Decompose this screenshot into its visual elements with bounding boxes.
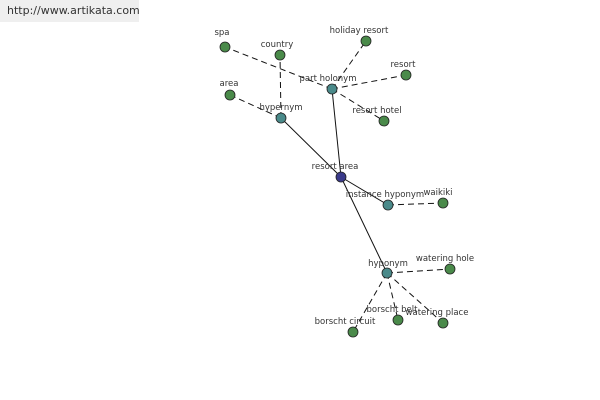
node-label-waikiki: waikiki [423,188,452,198]
node-borscht-circuit[interactable]: borscht circuit [315,317,376,338]
node-circle-borscht-circuit[interactable] [347,326,359,338]
node-label-part-holonym: part holonym [300,74,357,84]
node-label-instance-hyponym: instance hyponym [346,190,424,200]
edge-resort-area-hypernym [280,117,342,178]
node-circle-resort-hotel[interactable] [378,115,390,127]
node-circle-hypernym[interactable] [275,112,287,124]
node-resort[interactable]: resort [391,60,417,81]
edge-instance-hyponym-waikiki [387,202,444,206]
node-label-hyponym: hyponym [368,259,408,269]
node-circle-resort[interactable] [400,69,412,81]
graph-edges [224,40,451,333]
node-waikiki[interactable]: waikiki [423,188,453,209]
node-label-spa: spa [214,28,229,38]
site-url[interactable]: http://www.artikata.com [7,4,140,17]
graph-nodes: resort area part holonym hypernym instance … [214,26,474,338]
node-borscht-belt[interactable]: borscht belt [367,305,419,326]
node-hypernym[interactable]: hypernym [259,103,303,124]
node-circle-borscht-belt[interactable] [392,314,404,326]
node-label-country: country [261,40,294,50]
node-circle-holiday-resort[interactable] [360,35,372,47]
node-label-watering-hole: watering hole [416,254,474,264]
edge-resort-area-part-holonym [331,88,342,178]
node-watering-place[interactable]: watering place [406,308,469,329]
url-bar: http://www.artikata.com [0,0,140,22]
node-resort-area[interactable]: resort area [312,162,359,183]
node-resort-hotel[interactable]: resort hotel [352,106,402,127]
node-circle-watering-hole[interactable] [444,263,456,275]
node-circle-instance-hyponym[interactable] [382,199,394,211]
node-label-resort-area: resort area [312,162,359,172]
node-label-borscht-belt: borscht belt [367,305,419,315]
node-label-hypernym: hypernym [259,103,302,113]
edge-hyponym-watering-place [386,272,444,324]
node-spa[interactable]: spa [214,28,231,53]
node-watering-hole[interactable]: watering hole [416,254,474,275]
node-country[interactable]: country [261,40,294,61]
node-label-watering-place: watering place [406,308,469,318]
edge-part-holonym-resort [331,74,407,90]
node-label-resort-hotel: resort hotel [352,106,401,116]
edge-hyponym-watering-hole [386,268,451,274]
edge-resort-area-hyponym [340,176,388,274]
node-circle-resort-area[interactable] [335,171,347,183]
node-circle-watering-place[interactable] [437,317,449,329]
node-label-resort: resort [391,60,417,70]
node-circle-part-holonym[interactable] [326,83,338,95]
node-circle-hyponym[interactable] [381,267,393,279]
node-circle-area[interactable] [224,89,236,101]
edge-part-holonym-spa [224,46,333,90]
node-circle-waikiki[interactable] [437,197,449,209]
edge-part-holonym-resort-hotel [331,88,385,122]
node-instance-hyponym[interactable]: instance hyponym [346,190,424,211]
node-label-area: area [220,79,239,89]
edge-hypernym-country [279,54,282,119]
edge-hyponym-borscht-circuit [352,272,388,333]
node-circle-spa[interactable] [219,41,231,53]
node-circle-country[interactable] [274,49,286,61]
node-hyponym[interactable]: hyponym [368,259,408,279]
node-area[interactable]: area [220,79,239,101]
node-part-holonym[interactable]: part holonym [300,74,357,95]
edge-hyponym-borscht-belt [386,272,399,321]
node-label-holiday-resort: holiday resort [330,26,389,36]
node-label-borscht-circuit: borscht circuit [315,317,376,327]
edge-resort-area-instance-hyponym [340,176,389,206]
node-holiday-resort[interactable]: holiday resort [330,26,389,47]
